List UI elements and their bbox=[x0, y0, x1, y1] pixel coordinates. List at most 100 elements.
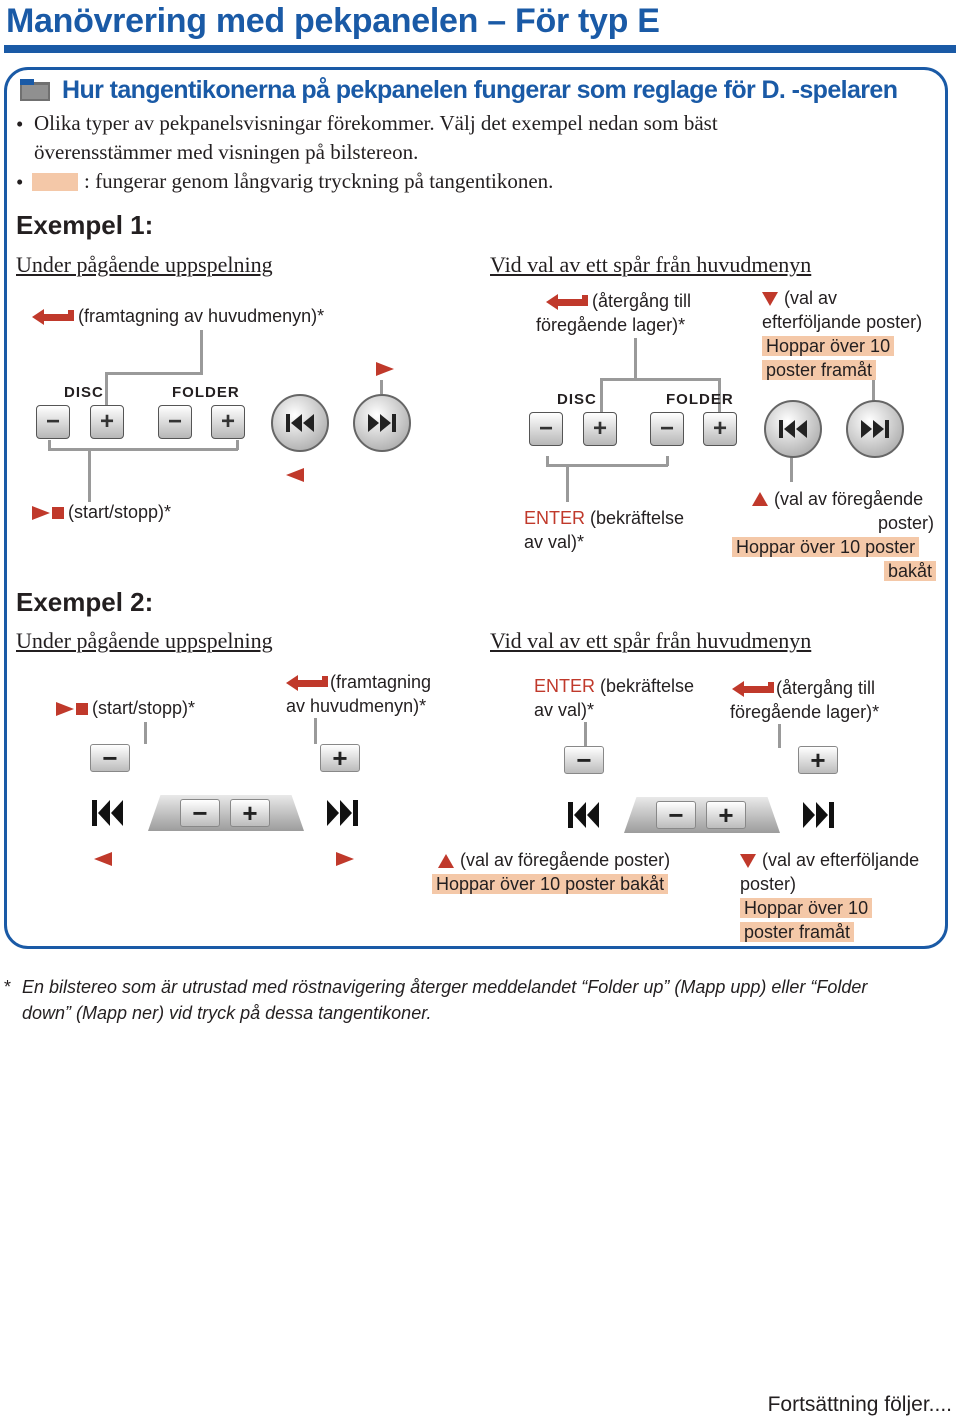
folder-keys-bar bbox=[148, 795, 304, 831]
menu-label-line1: (framtagning bbox=[330, 670, 431, 694]
bullet-text-2: överensstämmer med visningen på bilstere… bbox=[34, 140, 418, 165]
connector bbox=[105, 372, 108, 406]
connector bbox=[48, 440, 51, 450]
plus-glyph: + bbox=[718, 800, 733, 831]
highlight-swatch bbox=[32, 173, 78, 191]
plus-key[interactable]: + bbox=[798, 746, 838, 774]
prev-track-button[interactable] bbox=[764, 400, 822, 458]
connector bbox=[88, 450, 91, 502]
minus-glyph: − bbox=[192, 798, 207, 829]
down-triangle-icon bbox=[740, 854, 756, 868]
next-track-key[interactable] bbox=[326, 798, 360, 833]
folder-minus-button[interactable]: − bbox=[158, 405, 192, 439]
folder-minus-key[interactable]: − bbox=[180, 799, 220, 827]
plus-key[interactable]: + bbox=[320, 744, 360, 772]
next-label-line2: efterföljande poster) bbox=[762, 310, 922, 334]
folder-keys-bar bbox=[624, 797, 780, 833]
folder-icon bbox=[20, 79, 50, 101]
connector bbox=[144, 722, 147, 744]
next-track-key[interactable] bbox=[802, 800, 836, 835]
confirm-text: (bekräftelse bbox=[585, 508, 684, 528]
disc-plus-button[interactable]: + bbox=[90, 405, 124, 439]
minus-key[interactable]: − bbox=[90, 744, 130, 772]
connector bbox=[105, 372, 203, 375]
example1-left-subhead: Under pågående uppspelning bbox=[16, 252, 273, 278]
disc-caption: DISC bbox=[557, 391, 597, 408]
disc-minus-button[interactable]: − bbox=[36, 405, 70, 439]
example2-heading: Exempel 2: bbox=[16, 587, 153, 618]
return-arrow-icon bbox=[546, 293, 588, 311]
enter-word: ENTER bbox=[524, 508, 585, 528]
folder-minus-key[interactable]: − bbox=[656, 801, 696, 829]
folder-plus-key[interactable]: + bbox=[230, 799, 270, 827]
minus-key[interactable]: − bbox=[564, 746, 604, 774]
enter-label-line1: ENTER (bekräftelse bbox=[534, 674, 694, 698]
next-track-button[interactable] bbox=[353, 394, 411, 452]
prev-track-icon bbox=[566, 800, 600, 830]
enter-label-line2: av val)* bbox=[524, 530, 584, 554]
confirm-text: (bekräftelse bbox=[595, 676, 694, 696]
bullet-dot: • bbox=[16, 112, 23, 137]
bullet-text-1: Olika typer av pekpanelsvisningar föreko… bbox=[34, 111, 718, 136]
left-triangle-icon bbox=[286, 468, 304, 482]
plus-glyph: + bbox=[332, 743, 347, 774]
skip-back-label-2: bakåt bbox=[884, 561, 936, 581]
next-track-button[interactable] bbox=[846, 400, 904, 458]
start-stop-label: (start/stopp)* bbox=[68, 500, 171, 524]
connector bbox=[666, 456, 669, 466]
menu-label-line2: av huvudmenyn)* bbox=[286, 694, 426, 718]
disc-minus-button[interactable]: − bbox=[529, 412, 563, 446]
return-arrow-icon bbox=[32, 308, 74, 326]
prev-label-line2: poster) bbox=[878, 511, 934, 535]
enter-label-line2: av val)* bbox=[534, 698, 594, 722]
plus-glyph: + bbox=[242, 798, 257, 829]
footnote-mark: * bbox=[4, 974, 11, 1000]
next-track-icon bbox=[326, 798, 360, 828]
prev-track-icon bbox=[90, 798, 124, 828]
back-label-line2: föregående lager)* bbox=[536, 313, 685, 337]
skip-back-label: Hoppar över 10 poster bakåt bbox=[432, 874, 668, 894]
footnote-line1: En bilstereo som är utrustad med röstnav… bbox=[22, 974, 867, 1000]
minus-glyph: − bbox=[668, 800, 683, 831]
prev-label: (val av föregående poster) bbox=[460, 848, 670, 872]
skip-forward-label-2: poster framåt bbox=[740, 922, 854, 942]
connector bbox=[600, 378, 603, 412]
folder-caption: FOLDER bbox=[172, 384, 240, 401]
start-stop-label: (start/stopp)* bbox=[92, 696, 195, 720]
folder-plus-button[interactable]: + bbox=[211, 405, 245, 439]
next-track-icon bbox=[367, 412, 397, 434]
connector bbox=[546, 464, 668, 467]
disc-plus-button[interactable]: + bbox=[583, 412, 617, 446]
page-title: Manövrering med pekpanelen – För typ E bbox=[6, 2, 660, 41]
left-triangle-icon bbox=[94, 852, 112, 866]
skip-forward-label-1: Hoppar över 10 bbox=[762, 336, 894, 356]
prev-track-icon bbox=[778, 418, 808, 440]
section-title: Hur tangentikonerna på pekpanelen funger… bbox=[62, 76, 897, 105]
prev-track-button[interactable] bbox=[271, 394, 329, 452]
connector bbox=[584, 722, 587, 746]
footnote-line2: down” (Mapp ner) vid tryck på dessa tang… bbox=[22, 1000, 432, 1026]
folder-plus-key[interactable]: + bbox=[706, 801, 746, 829]
menu-label: (framtagning av huvudmenyn)* bbox=[78, 304, 324, 328]
back-label-line1: (återgång till bbox=[592, 289, 691, 313]
right-triangle-icon bbox=[376, 362, 394, 376]
up-triangle-icon bbox=[752, 492, 768, 506]
connector bbox=[200, 330, 203, 374]
title-underline bbox=[4, 45, 956, 53]
connector bbox=[314, 718, 317, 744]
folder-plus-button[interactable]: + bbox=[703, 412, 737, 446]
next-label-line2: poster) bbox=[740, 872, 796, 896]
example1-heading: Exempel 1: bbox=[16, 210, 153, 241]
connector bbox=[778, 724, 781, 748]
play-stop-icon bbox=[56, 702, 90, 716]
prev-track-key[interactable] bbox=[566, 800, 600, 835]
next-label-line1: (val av bbox=[784, 286, 837, 310]
skip-back-label-1: Hoppar över 10 poster bbox=[732, 537, 919, 557]
bullet-dot: • bbox=[16, 170, 23, 195]
prev-track-key[interactable] bbox=[90, 798, 124, 833]
folder-minus-button[interactable]: − bbox=[650, 412, 684, 446]
next-track-icon bbox=[860, 418, 890, 440]
connector bbox=[634, 338, 637, 380]
enter-label-line1: ENTER (bekräftelse bbox=[524, 506, 684, 530]
skip-forward-label-1: Hoppar över 10 bbox=[740, 898, 872, 918]
